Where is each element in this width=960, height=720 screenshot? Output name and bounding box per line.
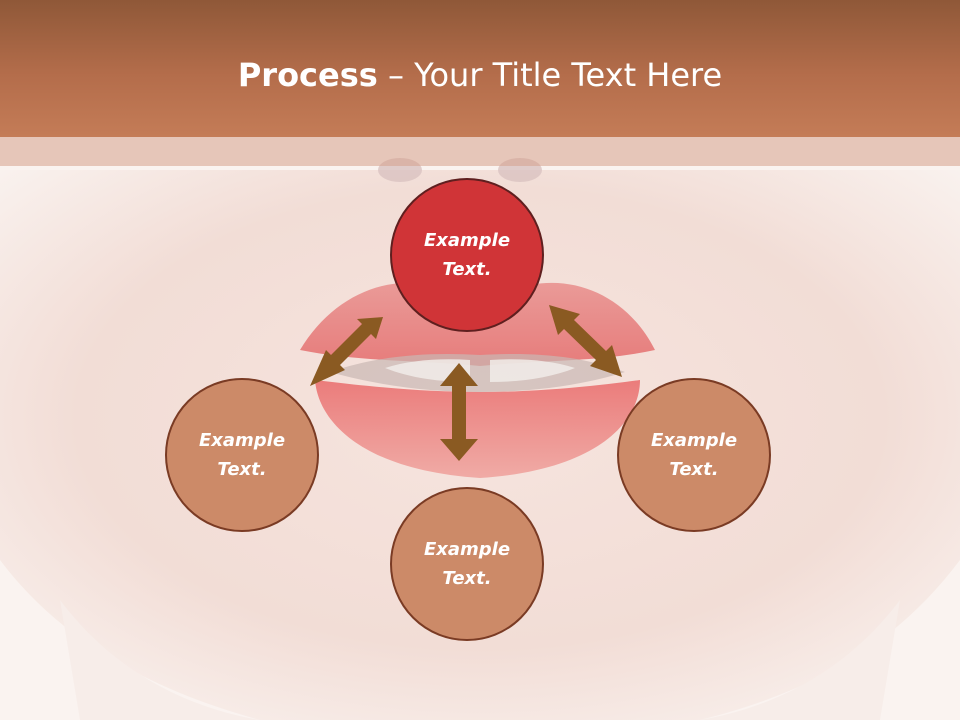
header-accent-band: [0, 137, 960, 166]
process-node-bottom: Example Text.: [390, 487, 544, 641]
double-arrow-vertical: [440, 363, 478, 461]
title-bold: Process: [237, 56, 378, 94]
node-top-text: Example Text.: [423, 230, 511, 280]
process-node-top: Example Text.: [390, 178, 544, 332]
double-arrow-top-left: [310, 317, 383, 386]
title-rest: Your Title Text Here: [414, 56, 723, 94]
slide-title: Process – Your Title Text Here: [0, 52, 960, 98]
node-bottom-text: Example Text.: [423, 539, 511, 589]
node-right-text: Example Text.: [650, 430, 738, 480]
process-node-left: Example Text.: [165, 378, 319, 532]
process-node-right: Example Text.: [617, 378, 771, 532]
node-left-text: Example Text.: [198, 430, 286, 480]
double-arrow-top-right: [549, 305, 622, 377]
title-separator: –: [377, 56, 415, 94]
title-header-bar: [0, 0, 960, 137]
